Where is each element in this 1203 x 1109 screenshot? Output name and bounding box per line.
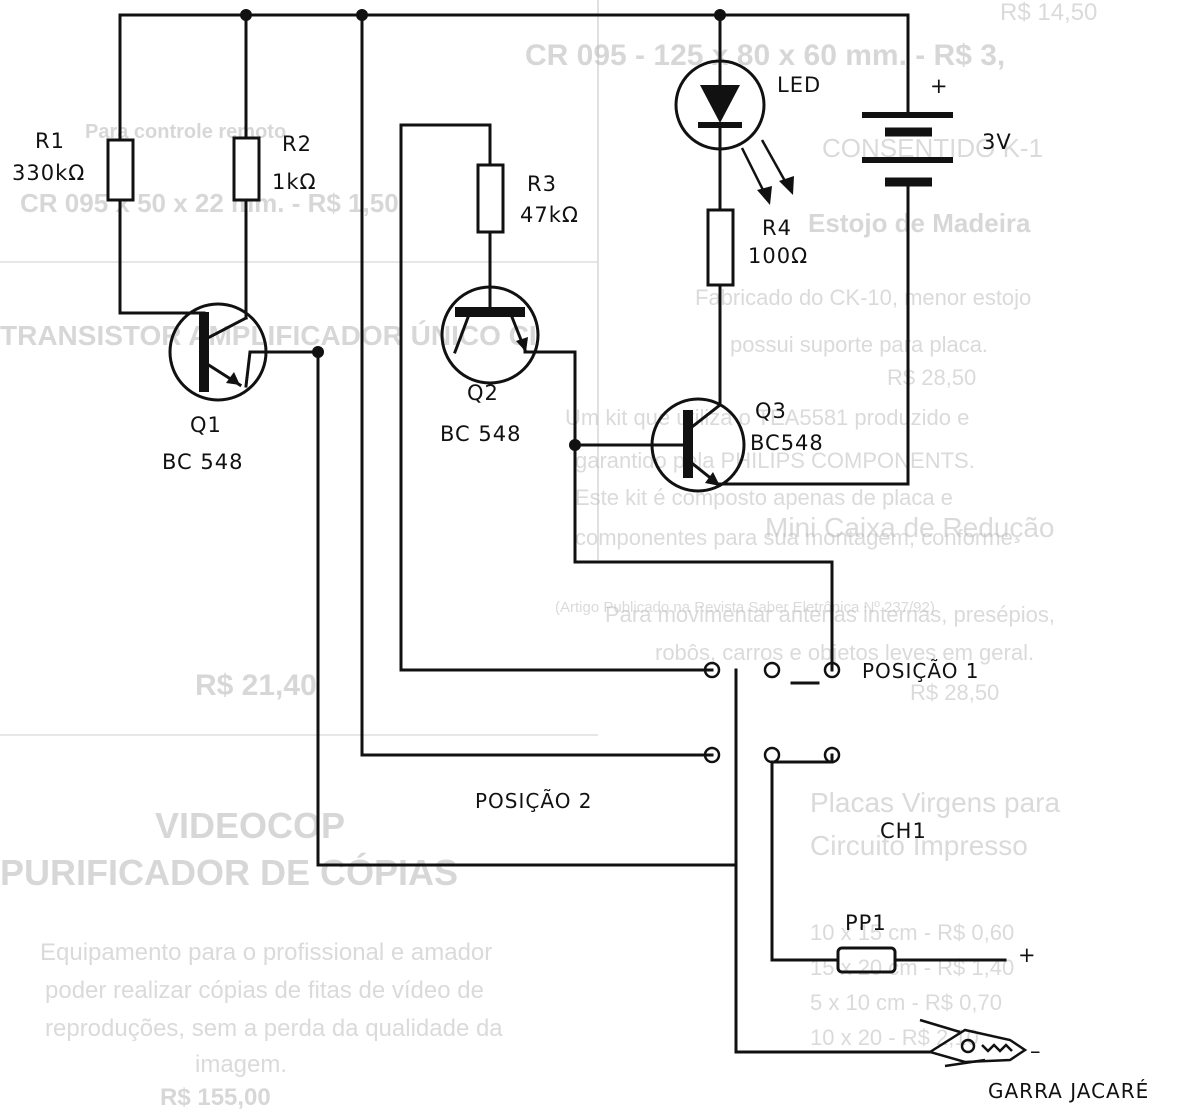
- led: [674, 58, 794, 205]
- resistor-r1: [106, 138, 135, 202]
- bg-line21: Placas Virgens para: [810, 787, 1061, 818]
- bg-line25: Equipamento para o profissional e amador: [40, 939, 492, 966]
- junctions: [240, 9, 726, 451]
- r3-ref-label: R3: [527, 172, 557, 196]
- transistor-q3: [650, 397, 746, 493]
- clip-minus-label: –: [1030, 1039, 1042, 1063]
- bg-line29: R$ 155,00: [160, 1084, 271, 1109]
- bg-line16: Mini Caixa de Redução: [765, 512, 1055, 543]
- bg-line18: robôs, carros e objetos leves em geral.: [655, 640, 1034, 665]
- transistor-q2: [440, 285, 540, 385]
- switch-contact: [763, 661, 781, 679]
- bg-line13: Este kit é composto apenas de placa e: [575, 485, 953, 510]
- q3-type-label: BC548: [750, 431, 824, 455]
- r3-value-label: 47kΩ: [520, 203, 579, 227]
- bg-line27: reproduções, sem a perda da qualidade da: [45, 1015, 503, 1042]
- probe-pp1: [836, 946, 897, 974]
- bg-line10: TRANSISTOR AMPLIFICADOR ÚNICO CI: [0, 320, 537, 351]
- bg-line11: Um kit que utiliza o TEA5581 produzido e: [565, 405, 969, 430]
- switch-contact: [763, 746, 781, 764]
- led-label: LED: [777, 73, 821, 97]
- switch-to-probe-wire: [770, 760, 840, 962]
- background-print: R$ 14,50 CR 095 - 125 x 80 x 60 mm. - R$…: [0, 0, 1097, 1109]
- bg-line23: VIDEOCOP: [155, 805, 345, 846]
- resistor-r3: [476, 163, 505, 234]
- switch-bridge-pos2: [770, 753, 834, 764]
- resistor-r2: [232, 136, 261, 202]
- q2-type-label: BC 548: [440, 422, 521, 446]
- switch-contact: [823, 746, 841, 764]
- bg-line26: poder realizar cópias de fitas de vídeo …: [45, 977, 484, 1004]
- bg-line20: R$ 21,40: [195, 669, 317, 702]
- switch-pos1-left-wire: [399, 123, 714, 672]
- resistor-r4: [706, 208, 735, 287]
- switch-contact: [703, 746, 721, 764]
- junction-dot: [312, 346, 324, 358]
- battery-3v: [862, 112, 953, 187]
- r1-to-q1-base-wire: [118, 198, 172, 315]
- q1-ref-label: Q1: [190, 413, 222, 437]
- battery-plus-label: +: [930, 74, 949, 98]
- q1-emitter-wire: [244, 350, 320, 388]
- junction-dot: [569, 439, 581, 451]
- switch-pos2-label: POSIÇÃO 2: [475, 789, 593, 813]
- transistor-q1: [168, 302, 268, 402]
- common-to-clip-wire: [734, 681, 932, 1054]
- bg-line17: Para movimentar antenas internas, presép…: [605, 602, 1055, 627]
- junction-dot: [240, 9, 252, 21]
- bg-line1: R$ 14,50: [1000, 0, 1097, 26]
- bg-line19: R$ 28,50: [910, 680, 999, 705]
- bg-line7: Fabricado do CK-10, menor estojo: [695, 285, 1031, 310]
- battery-value-label: 3V: [982, 130, 1012, 154]
- bg-line6: Estojo de Madeira: [808, 208, 1031, 238]
- bg-line22: Circuito Impresso: [810, 830, 1028, 861]
- bg-line2: CR 095 - 125 x 80 x 60 mm. - R$ 3,: [525, 39, 1005, 72]
- junction-dot: [356, 9, 368, 21]
- switch-pos1-label: POSIÇÃO 1: [862, 659, 980, 683]
- clip-label: GARRA JACARÉ: [988, 1079, 1149, 1103]
- q2-ref-label: Q2: [467, 381, 499, 405]
- q2-emitter-to-switch-wire: [523, 350, 834, 672]
- switch-pos2-left-wire: [360, 13, 714, 757]
- r2-value-label: 1kΩ: [272, 170, 317, 194]
- switch-ref-label: CH1: [880, 819, 927, 843]
- q3-emitter-to-battery-wire: [716, 183, 910, 486]
- probe-plus-label: +: [1018, 943, 1037, 967]
- bg-line15: (Artigo Publicado na Revista Saber Eletr…: [555, 599, 935, 616]
- bg-line8: possui suporte para placa.: [730, 332, 988, 357]
- q1-type-label: BC 548: [162, 450, 243, 474]
- bg-line32: 5 x 10 cm - R$ 0,70: [810, 990, 1002, 1015]
- switch-contact: [823, 661, 841, 679]
- bg-line28: imagem.: [195, 1051, 287, 1078]
- switch-ch1: [703, 661, 841, 764]
- bg-line30: 10 x 15 cm - R$ 0,60: [810, 920, 1014, 945]
- junction-dot: [714, 9, 726, 21]
- bg-line24: PURIFICADOR DE CÓPIAS: [0, 851, 458, 893]
- r1-value-label: 330kΩ: [12, 161, 85, 185]
- bg-line9: R$ 28,50: [887, 365, 976, 390]
- r2-ref-label: R2: [282, 132, 312, 156]
- probe-ref-label: PP1: [845, 911, 887, 935]
- switch-contact: [703, 661, 721, 679]
- r3-top-wire: [399, 123, 492, 167]
- r1-ref-label: R1: [35, 129, 65, 153]
- bg-line14: componentes para sua montagem, conforme: [575, 525, 1013, 550]
- alligator-clip-icon: [919, 1018, 1028, 1068]
- r4-value-label: 100Ω: [748, 244, 808, 268]
- bg-line5: CR 095 x 50 x 22 mm. - R$ 1,50: [20, 188, 399, 218]
- r4-ref-label: R4: [762, 216, 792, 240]
- q3-ref-label: Q3: [755, 399, 787, 423]
